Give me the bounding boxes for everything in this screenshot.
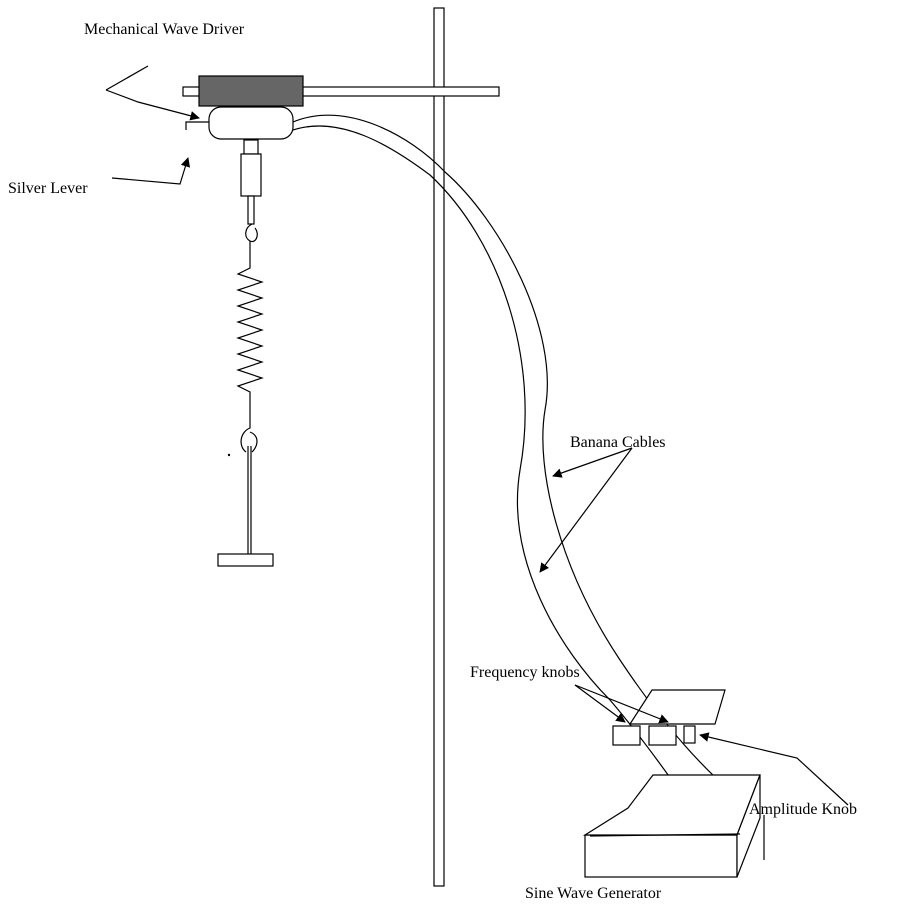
banana-cables-arrow-2 <box>539 447 633 573</box>
frequency-knob-1[interactable] <box>612 725 641 746</box>
label-frequency-knobs: Frequency knobs <box>470 664 580 681</box>
silver-lever <box>185 121 209 130</box>
mass-plate <box>217 553 274 567</box>
label-banana-cables: Banana Cables <box>570 434 666 451</box>
spring <box>236 262 264 400</box>
horizontal-rod <box>182 86 500 97</box>
amplitude-knob[interactable] <box>683 725 696 744</box>
top-hook <box>245 223 258 262</box>
label-wave-driver: Mechanical Wave Driver <box>84 21 245 38</box>
support-rod <box>433 7 445 887</box>
generator-side-face <box>736 774 761 878</box>
silver-lever-arrow <box>111 157 191 185</box>
label-sine-wave-generator: Sine Wave Generator <box>525 885 662 902</box>
wave-driver-arrow-2 <box>105 89 200 121</box>
amplitude-knob-arrow <box>699 732 849 806</box>
generator-front-face <box>584 834 738 878</box>
label-silver-lever: Silver Lever <box>8 180 88 197</box>
frequency-knobs-arrow-2 <box>574 684 669 724</box>
driver-clamp <box>240 153 262 197</box>
banana-cables-arrow-1 <box>552 447 633 478</box>
wave-driver-body <box>198 75 304 107</box>
label-amplitude-knob: Amplitude Knob <box>749 801 857 818</box>
generator-front-line <box>589 833 741 837</box>
frequency-knob-2[interactable] <box>648 725 677 746</box>
stray-dot <box>227 453 231 457</box>
generator-display <box>628 689 726 725</box>
generator-top-face <box>582 774 761 836</box>
frequency-knobs-arrow-1 <box>574 684 626 723</box>
wave-driver-mount <box>208 106 294 140</box>
clamp-rod <box>247 195 255 225</box>
wave-driver-arrow-1 <box>105 65 149 91</box>
driver-clamp-top <box>243 139 259 155</box>
bottom-hook <box>240 400 258 453</box>
